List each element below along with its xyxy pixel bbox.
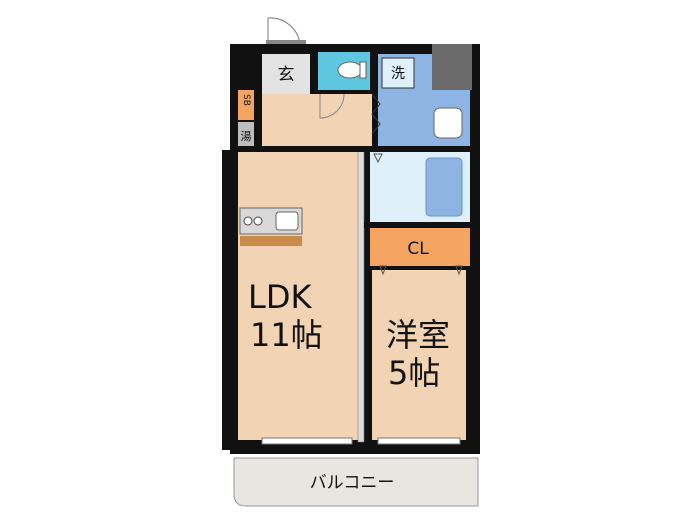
door-swing xyxy=(319,93,345,119)
label-ldk-name: LDK xyxy=(248,278,312,316)
label-balcony: バルコニー xyxy=(310,473,395,493)
partition-wall xyxy=(357,149,365,443)
label-entrance: 玄 xyxy=(278,65,295,85)
bathtub xyxy=(425,157,463,217)
counter-edge xyxy=(240,236,302,246)
label-closet: CL xyxy=(407,239,429,259)
water-heater-box xyxy=(238,122,254,146)
hall xyxy=(262,94,372,146)
kitchen-sink-icon xyxy=(275,211,299,231)
western-room xyxy=(372,270,466,440)
label-water-heater: 湯 xyxy=(241,130,252,143)
label-washer: 洗 xyxy=(391,66,405,82)
window xyxy=(261,437,353,445)
sink-icon xyxy=(433,107,463,139)
label-western-name: 洋室 xyxy=(386,316,450,354)
balcony-area xyxy=(233,457,479,507)
left-wall-notch xyxy=(222,150,236,450)
washer-pan xyxy=(381,57,415,89)
folding-door xyxy=(371,93,381,135)
door-triangle xyxy=(373,153,383,164)
genkan-area xyxy=(262,54,310,94)
label-western-size: 5帖 xyxy=(388,354,440,392)
label-ldk-size: 11帖 xyxy=(250,316,323,354)
stove-burner-icon xyxy=(253,216,263,226)
stove-burner-icon xyxy=(243,216,253,226)
label-shoe-box: SB xyxy=(241,94,251,106)
front-door xyxy=(266,40,306,46)
gray-shaft xyxy=(432,44,472,90)
closet-room xyxy=(370,228,470,266)
partition-wall xyxy=(258,146,368,152)
ldk-room xyxy=(238,152,360,440)
door-triangle xyxy=(455,265,463,276)
door-triangle xyxy=(379,265,387,276)
partition-wall xyxy=(364,222,472,228)
toilet-tank xyxy=(359,61,367,79)
toilet-icon xyxy=(337,61,363,79)
window xyxy=(377,437,461,445)
shoe-box xyxy=(238,90,254,120)
